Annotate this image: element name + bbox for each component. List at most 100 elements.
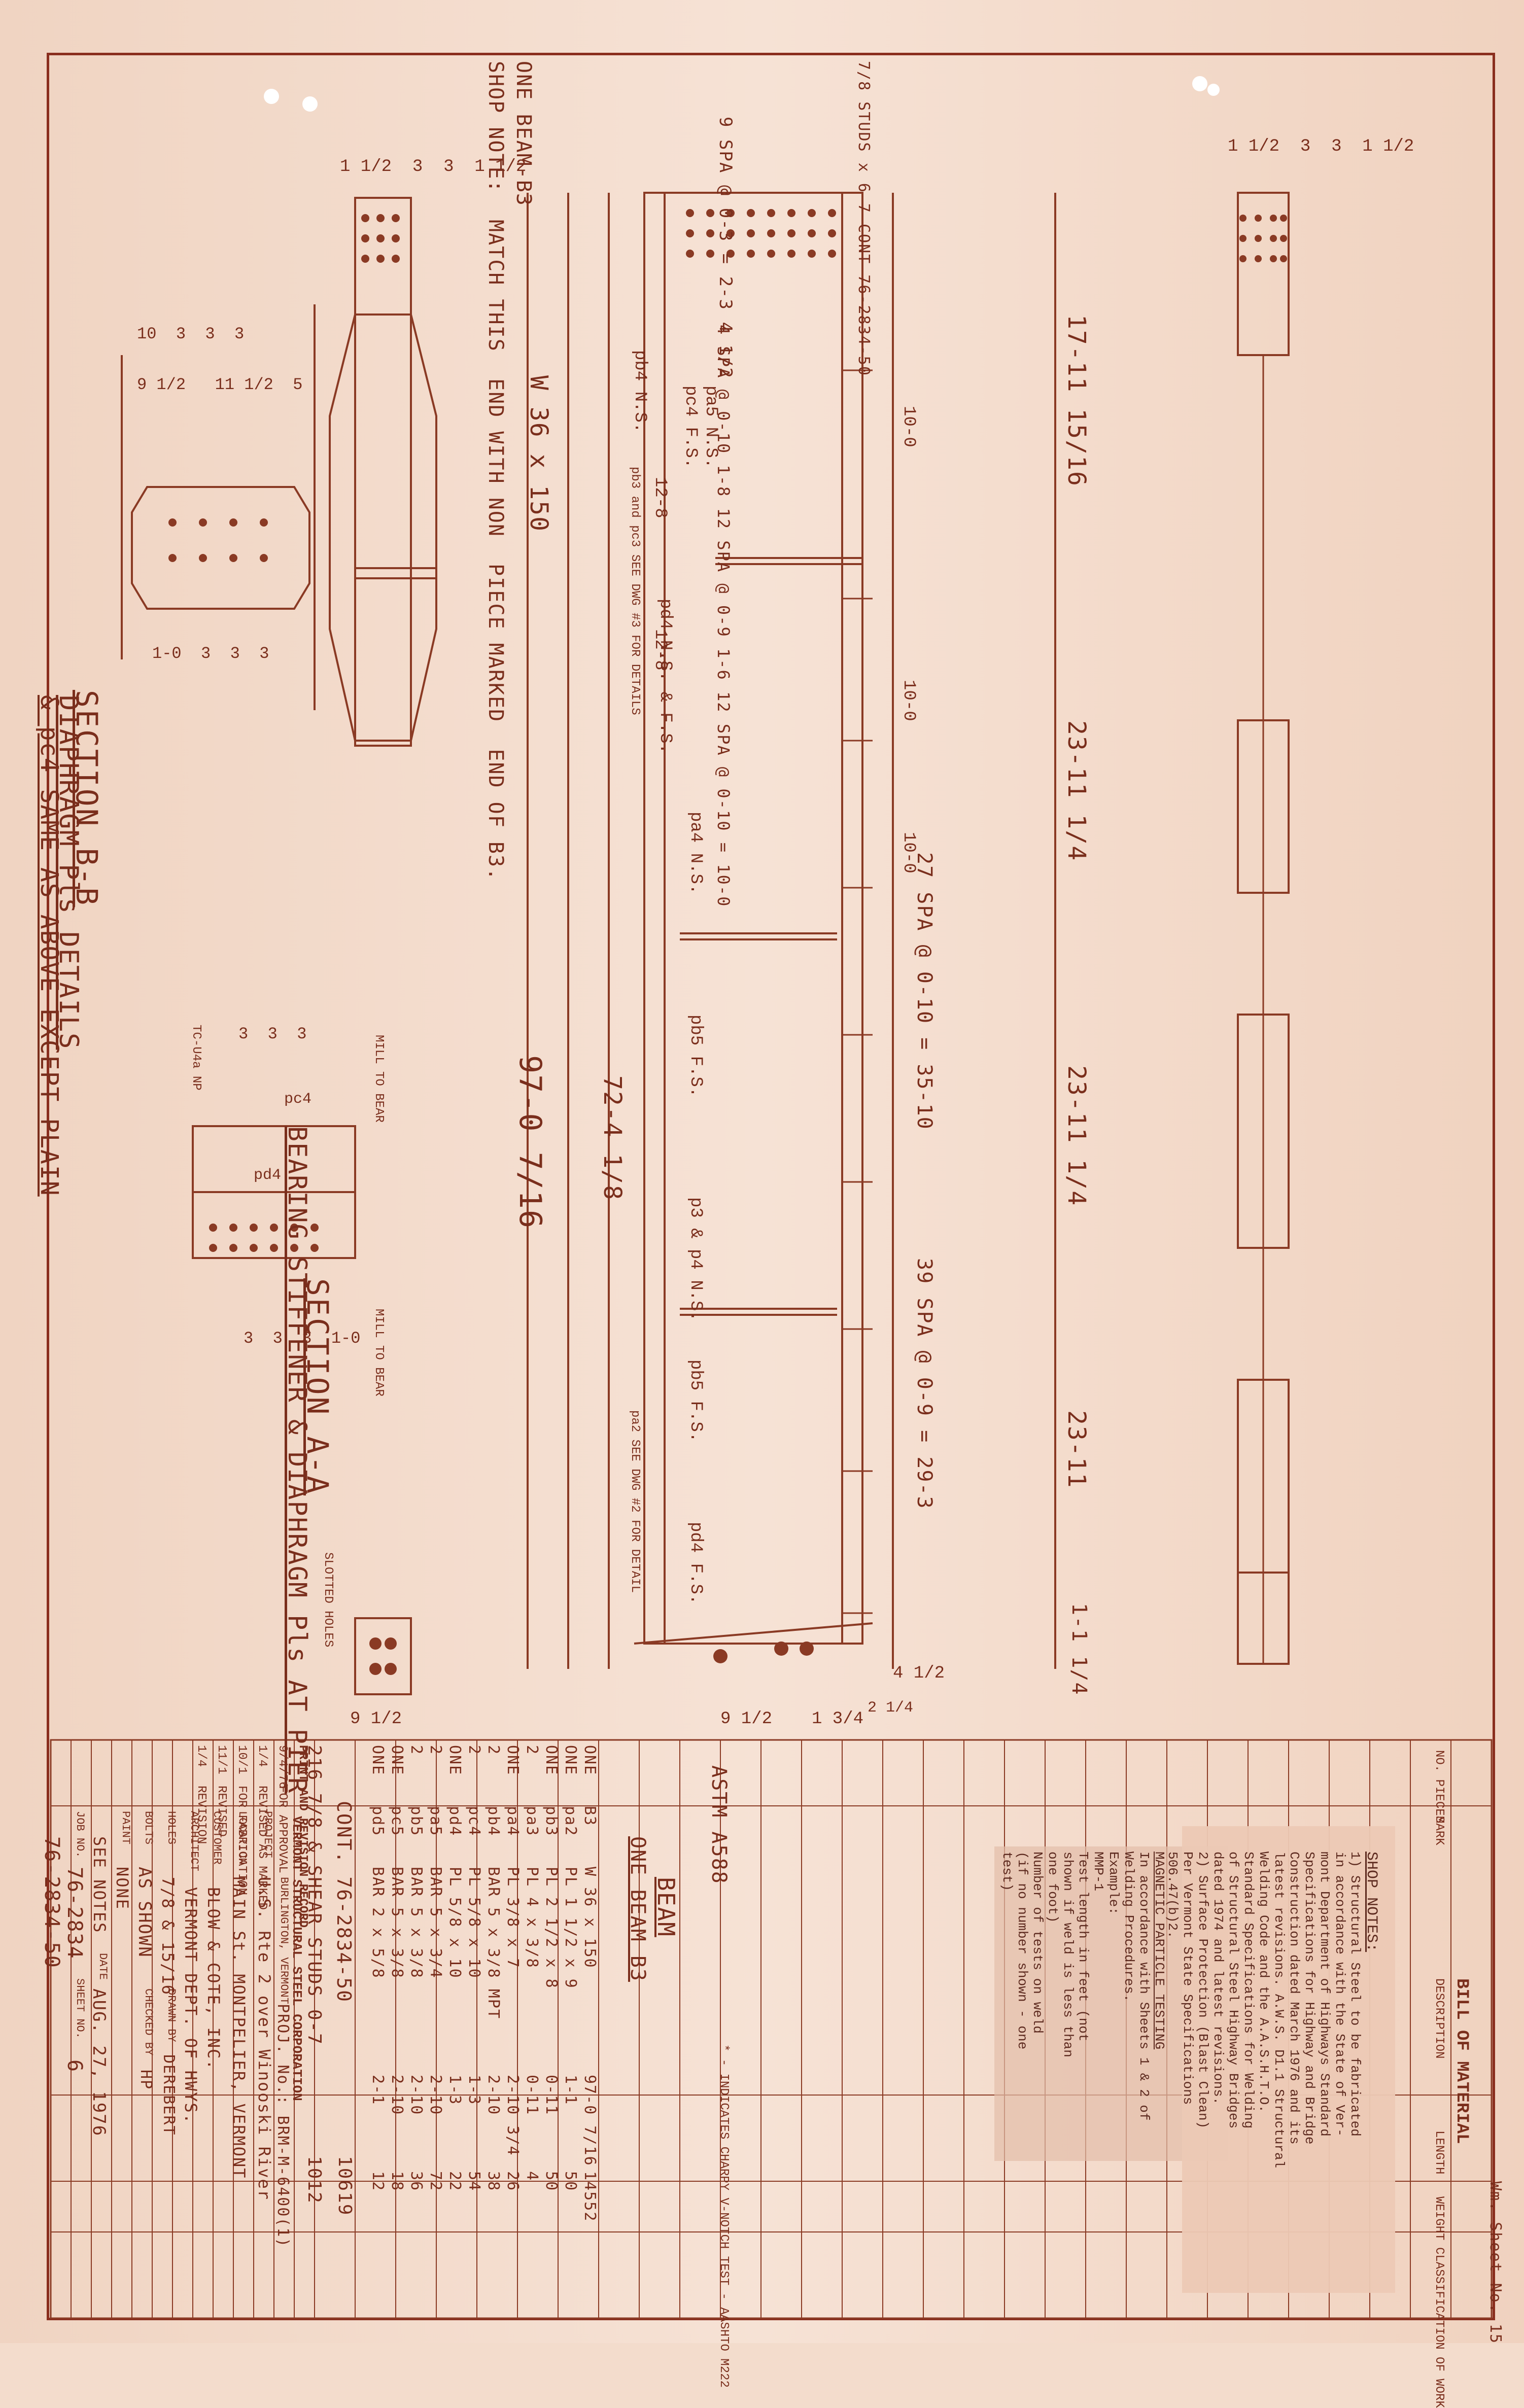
width-mark: 1 1/2 xyxy=(474,157,527,177)
mpt-line: (if no number shown - one xyxy=(1015,1852,1030,2050)
stud-spacing: 39 SPA @ 0-9 = 29-3 xyxy=(913,1258,936,1510)
end-dim: 9 1/2 xyxy=(350,1709,402,1729)
job-number-2: 76-2834-50 xyxy=(40,1836,63,1969)
bom-row-length: 2-1 xyxy=(369,2075,387,2106)
tb-label: DATE xyxy=(96,1953,109,1980)
bom-row-weight: 54 xyxy=(465,2171,483,2192)
width-marks-section: 1 1/2 3 3 1 1/2 xyxy=(340,157,526,177)
revision-date: 10/1 xyxy=(235,1745,249,1774)
bolts: AS SHOWN xyxy=(134,1867,155,1958)
note-line: Specifications for Highway and Bridge xyxy=(1302,1852,1317,2145)
span-2: 23-11 1/4 xyxy=(1062,720,1091,862)
bom-row-desc: PL 4 x 3/8 xyxy=(523,1867,541,1969)
bom-row-mark: pb3 xyxy=(542,1806,560,1837)
note-line: dated 1974 and latest revisions. xyxy=(1210,1852,1226,2105)
width-mark: 1 1/2 xyxy=(340,157,392,177)
dim: 3 xyxy=(259,644,269,663)
bom-column: CLASSIFICATION OF WORK xyxy=(1432,2247,1446,2408)
beam-size: W 36 x 150 xyxy=(525,375,553,532)
bom-row-length: 1-3 xyxy=(465,2075,483,2106)
dim: 3 xyxy=(244,1329,254,1348)
sheet-note-label: Wm. Sheet No. 15 xyxy=(1486,2181,1504,2344)
bom-row-length: 1-3 xyxy=(446,2075,464,2106)
shop-drawing-linework xyxy=(50,192,1493,2319)
bom-row-count: 2 xyxy=(465,1745,483,1756)
note-line: in accordance with the State of Ver- xyxy=(1332,1852,1347,2137)
shop-note-line: PIECE MARKED xyxy=(484,564,507,723)
tb-label: SHEET NO. xyxy=(74,1978,86,2039)
revision-date: 1/4 xyxy=(255,1745,269,1767)
bom-row-desc: BAR 5 x 3/4 xyxy=(427,1867,444,1979)
dim: 3 xyxy=(267,1025,278,1043)
holes: 7/8 & 15/16 xyxy=(158,1877,178,1996)
plate-label: pc4 xyxy=(284,1091,312,1108)
section-b-subtitle2: & pc4 SAME AS ABOVE EXCEPT PLAIN xyxy=(35,695,63,1197)
mpt-line: Test length in feet (not xyxy=(1076,1852,1091,2042)
bom-subheading: ONE BEAM B3 xyxy=(626,1836,649,1982)
bom-asterisk-note: * - INDICATES CHARPY V-NOTCH TEST - AASH… xyxy=(717,2044,731,2388)
beam-mark: ONE BEAM-B3 xyxy=(512,61,535,206)
bom-row-length: 97-0 7/16 xyxy=(581,2075,599,2167)
bom-row-mark: pd5 xyxy=(369,1806,387,1837)
stiffener-spacing: 10-0 xyxy=(899,832,918,874)
mpt-line: shown if weld is less than xyxy=(1060,1852,1076,2057)
note-line: mont Department of Highways Standard xyxy=(1317,1852,1332,2137)
bom-cont-line: CONT. 76-2834-50 xyxy=(333,1801,355,2003)
bom-row-length: 2-10 xyxy=(407,2075,425,2116)
section-a-dims: 3 3 3 1-0 xyxy=(244,1329,360,1348)
dim: 3 xyxy=(234,325,245,343)
section-a-dims: 3 3 3 xyxy=(238,1025,306,1043)
bom-row-desc: BAR 5 x 3/8 xyxy=(388,1867,406,1979)
bom-row-count: ONE xyxy=(581,1745,599,1776)
dim: 1-0 xyxy=(331,1329,361,1348)
dim: 3 xyxy=(238,1025,249,1043)
overall-length: 97-0 7/16 xyxy=(512,1055,548,1230)
plate-ref-note: pa2 SEE DWG #2 FOR DETAIL xyxy=(628,1410,642,1593)
bom-row-count: 2 xyxy=(407,1745,425,1756)
punch-hole xyxy=(1192,76,1207,91)
section-a-subtitle: BEARING STIFFENER & DIAPHRAGM Pls AT PIE… xyxy=(283,1126,312,1794)
bom-row-weight: 72 xyxy=(427,2171,444,2192)
bom-row-length: 0-11 xyxy=(542,2075,560,2116)
bom-row-count: ONE xyxy=(369,1745,387,1776)
span-4: 23-11 xyxy=(1062,1410,1091,1489)
bom-row-mark: pb4 xyxy=(484,1806,502,1837)
bom-row-length: 2-10 3/4 xyxy=(504,2075,522,2156)
tb-label: DRAWN BY xyxy=(165,1988,178,2042)
customer: BLOW & COTE, INC. xyxy=(204,1887,223,2071)
revision-date: 11/1 xyxy=(215,1745,228,1774)
dim: 5 xyxy=(293,375,303,394)
plate-label: pa5 N.S. xyxy=(701,386,720,469)
company-city: BURLINGTON, VERMONT xyxy=(278,1877,290,2004)
length-a: 72-4 1/8 xyxy=(598,1075,627,1201)
checked-by: HP xyxy=(137,2070,155,2090)
stiffener-spacing: 10-0 xyxy=(899,680,918,721)
plate-label: pd4 xyxy=(254,1167,282,1184)
shop-notes-title: SHOP NOTES: xyxy=(1363,1852,1380,1952)
weld-note: TC-U4a NP xyxy=(189,1025,203,1091)
end-dim: 1 3/4 xyxy=(812,1709,864,1729)
width-mark: 3 xyxy=(443,157,454,177)
bom-row-weight: 14552 xyxy=(581,2171,599,2222)
section-b-dims: 10 3 3 3 xyxy=(137,325,244,343)
end-dim: 2 1/4 xyxy=(868,1699,914,1717)
dim: 3 xyxy=(272,1329,283,1348)
top-note: 7/8 STUDS x 6 7 CONT 76-2834-50 xyxy=(855,61,873,376)
dim: 1-0 xyxy=(152,644,182,663)
plate-label: pd4 F.S. xyxy=(686,1522,705,1605)
bom-row-desc: BAR 5 x 3/8 MPT xyxy=(484,1867,502,2019)
plate-label: pb5 F.S. xyxy=(686,1359,705,1443)
bom-row-weight: 50 xyxy=(562,2171,579,2192)
dim: 3 xyxy=(201,644,211,663)
bom-row-desc: W 36 x 150 xyxy=(581,1867,599,1969)
width-mark: 3 xyxy=(1331,137,1342,156)
sheet-number: 6 xyxy=(63,2060,86,2073)
bom-total-weight: 1012 xyxy=(304,2156,325,2204)
shop-note-line: MATCH THIS xyxy=(484,220,507,352)
bom-row-mark: pa2 xyxy=(562,1806,579,1837)
plate-label: pb5 F.S. xyxy=(686,1015,705,1098)
mpt-title: MAGNETIC PARTICLE TESTING xyxy=(1152,1852,1167,2050)
stiffener-spacing: 10-0 xyxy=(899,406,918,447)
bom-row-weight: 50 xyxy=(542,2171,560,2192)
bom-row-mark: pb5 xyxy=(407,1806,425,1837)
